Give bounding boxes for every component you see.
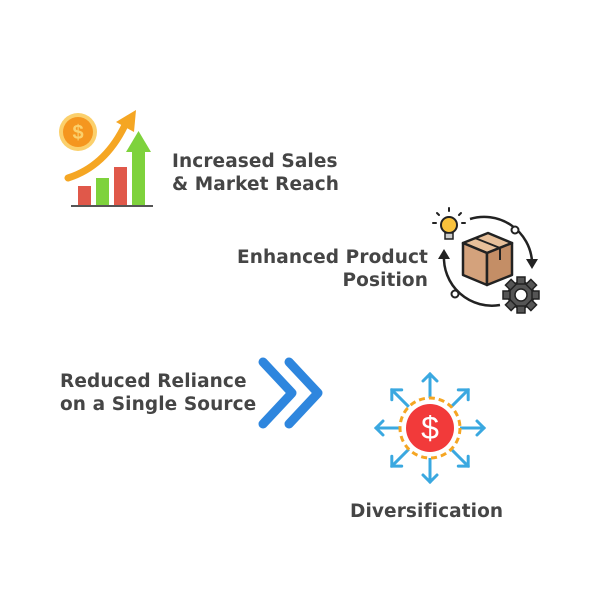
label-enhanced-product: Enhanced Product Position	[237, 246, 428, 292]
label-line-2: & Market Reach	[172, 174, 340, 195]
label-diversification: Diversification	[350, 500, 503, 523]
label-line-1: Increased Sales	[172, 151, 338, 172]
svg-text:$: $	[72, 122, 83, 144]
label-reduced-reliance: Reduced Reliance on a Single Source	[60, 370, 256, 416]
label-increased-sales: Increased Sales & Market Reach	[172, 150, 339, 196]
label-line-1: Reduced Reliance	[60, 371, 247, 392]
label-line-1: Enhanced Product	[236, 247, 428, 268]
sales-growth-chart-icon: $	[59, 110, 153, 207]
svg-text:$: $	[421, 410, 439, 446]
label-line-1: Diversification	[350, 501, 504, 522]
label-line-2: on a Single Source	[60, 394, 257, 415]
product-cycle-icon	[432, 207, 540, 314]
label-line-2: Position	[342, 270, 428, 291]
diversification-dollar-icon: $	[373, 371, 487, 485]
double-chevron-right-icon	[258, 357, 323, 429]
